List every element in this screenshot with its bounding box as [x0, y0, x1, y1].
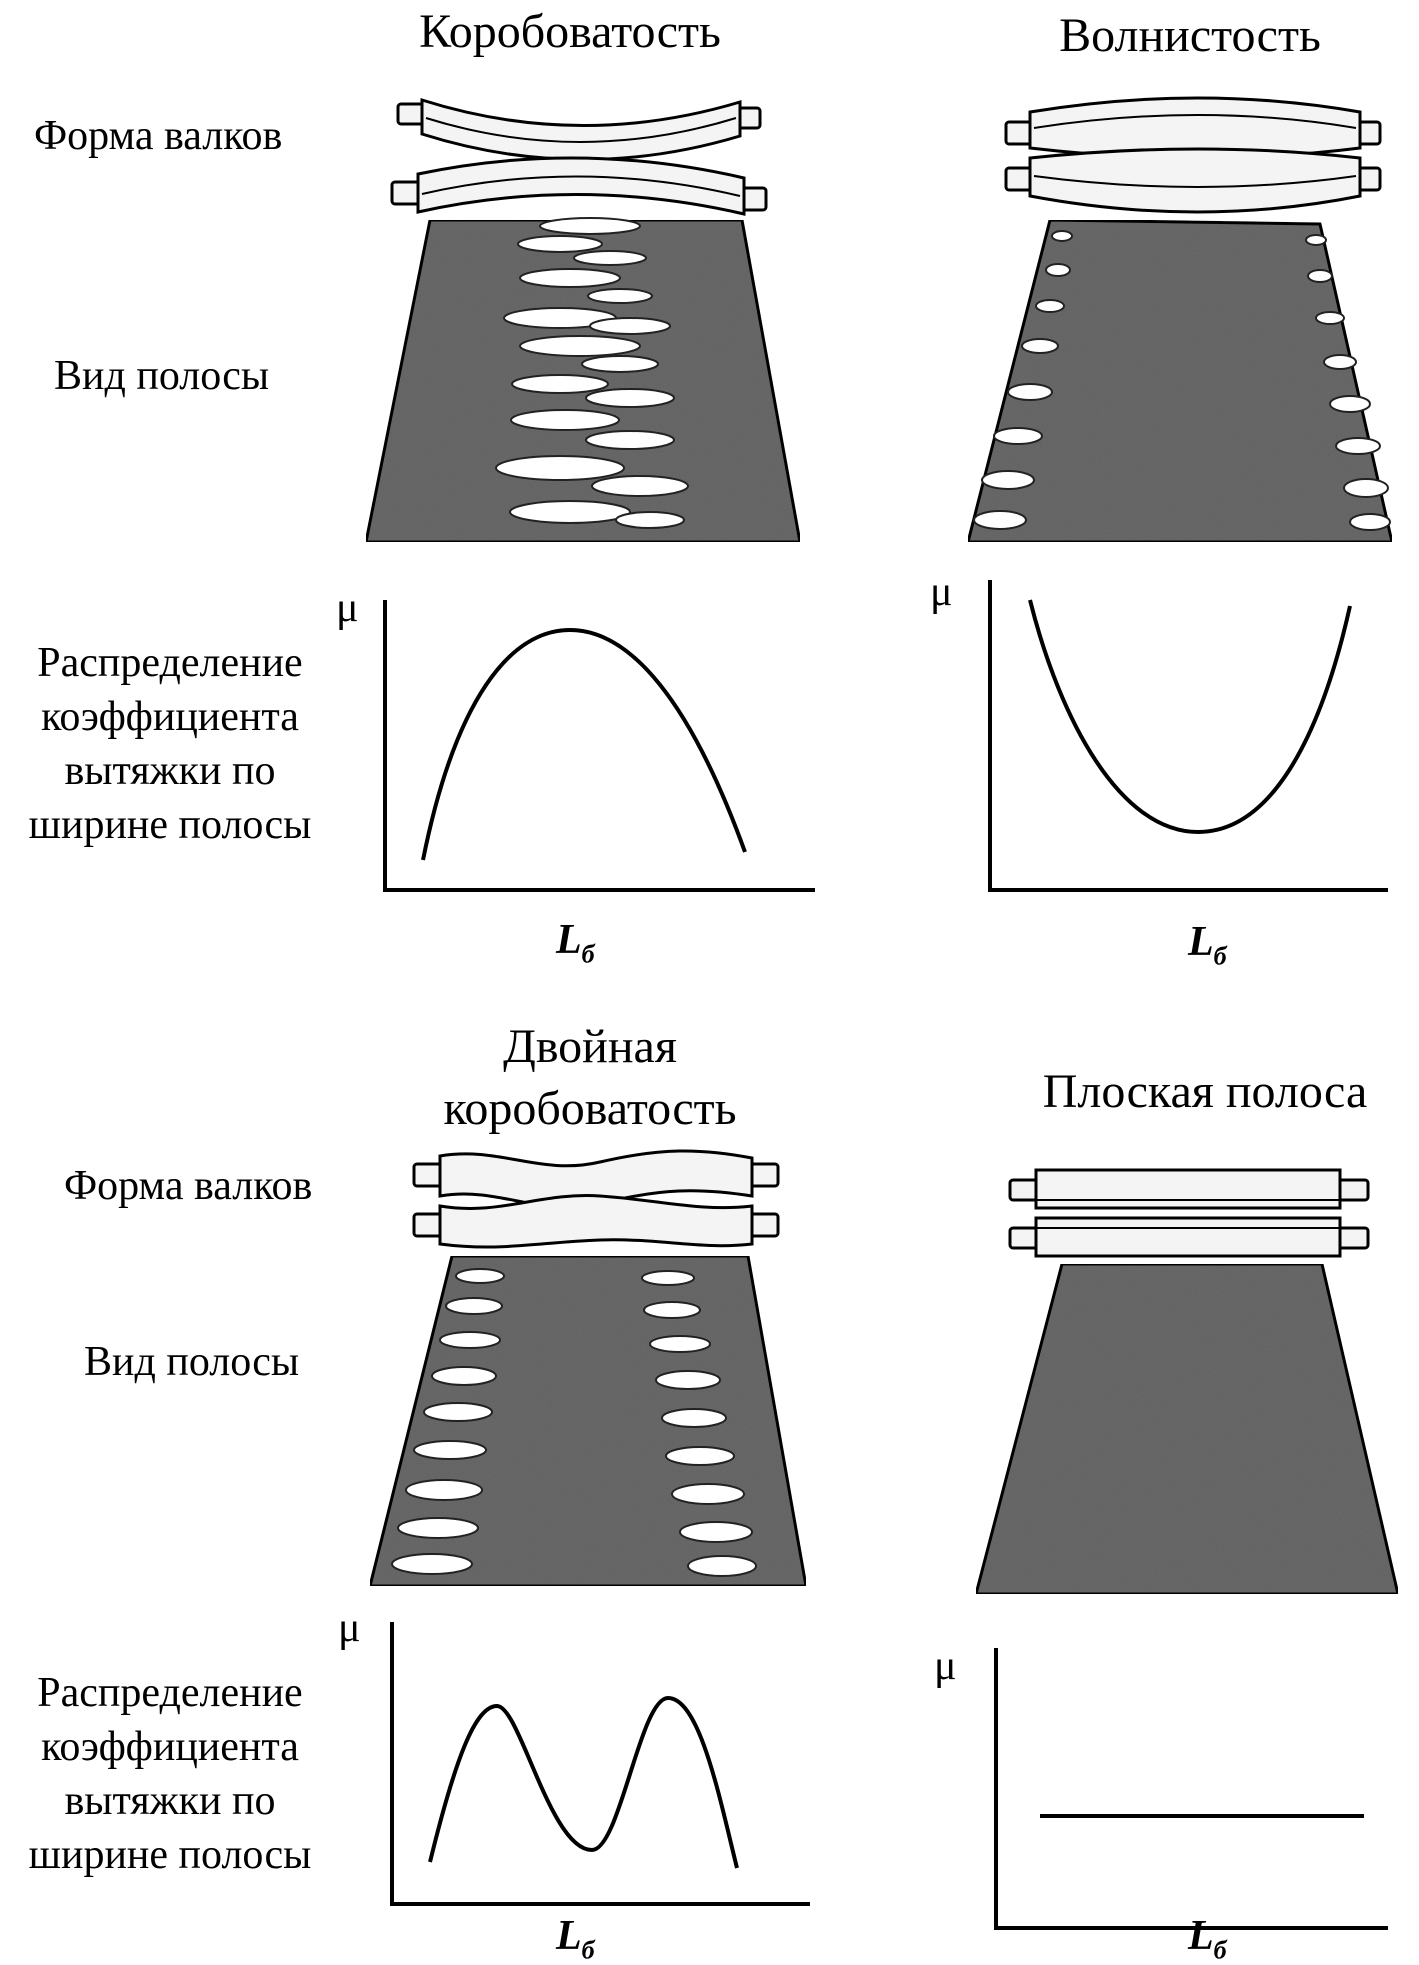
x-axis-label-flat: Lб	[1188, 1912, 1227, 1965]
x-axis-label-double-crown: Lб	[556, 1912, 595, 1965]
panel-title-flat: Плоская полоса	[1042, 1065, 1368, 1118]
x-axis-label-main: L	[1188, 1913, 1214, 1959]
x-axis-label-main: L	[556, 1913, 582, 1959]
row-label-distribution-bottom: Распределение коэффициента вытяжки по ши…	[28, 1670, 312, 1878]
x-axis-label-sub: б	[581, 1935, 595, 1965]
wave-strip	[966, 218, 1394, 544]
row-label-strip-view-bottom: Вид полосы	[84, 1339, 300, 1385]
x-axis-label-sub: б	[581, 939, 595, 969]
crown-rolls	[390, 97, 768, 216]
x-axis-label-main: L	[1188, 919, 1214, 965]
x-axis-label-main: L	[556, 917, 582, 963]
wave-chart	[988, 580, 1388, 892]
y-axis-label-crown: μ	[336, 585, 359, 631]
crown-chart	[383, 600, 815, 892]
flat-rolls	[1008, 1168, 1370, 1258]
row-label-roll-shape-top: Форма валков	[34, 113, 283, 159]
flat-strip	[974, 1262, 1400, 1596]
y-axis-label-double-crown: μ	[338, 1605, 361, 1651]
row-label-distribution-top: Распределение коэффициента вытяжки по ши…	[28, 640, 312, 848]
flat-chart	[994, 1648, 1388, 1930]
double-crown-chart	[390, 1622, 810, 1906]
panel-title-crown: Коробоватость	[419, 5, 721, 58]
row-label-roll-shape-bottom: Форма валков	[64, 1163, 313, 1209]
wave-rolls	[1004, 96, 1382, 214]
y-axis-label-wave: μ	[930, 569, 953, 615]
y-axis-label-flat: μ	[934, 1643, 957, 1689]
crown-strip	[364, 217, 802, 544]
double-crown-rolls	[412, 1149, 780, 1249]
x-axis-label-sub: б	[1213, 941, 1227, 971]
x-axis-label-sub: б	[1213, 1935, 1227, 1965]
panel-title-double-crown: Двойная коробоватость	[443, 1020, 737, 1135]
x-axis-label-crown: Lб	[556, 916, 595, 969]
panel-title-wave: Волнистость	[1059, 9, 1321, 62]
double-crown-strip	[368, 1254, 808, 1588]
row-label-strip-view-top: Вид полосы	[54, 353, 270, 399]
x-axis-label-wave: Lб	[1188, 918, 1227, 971]
